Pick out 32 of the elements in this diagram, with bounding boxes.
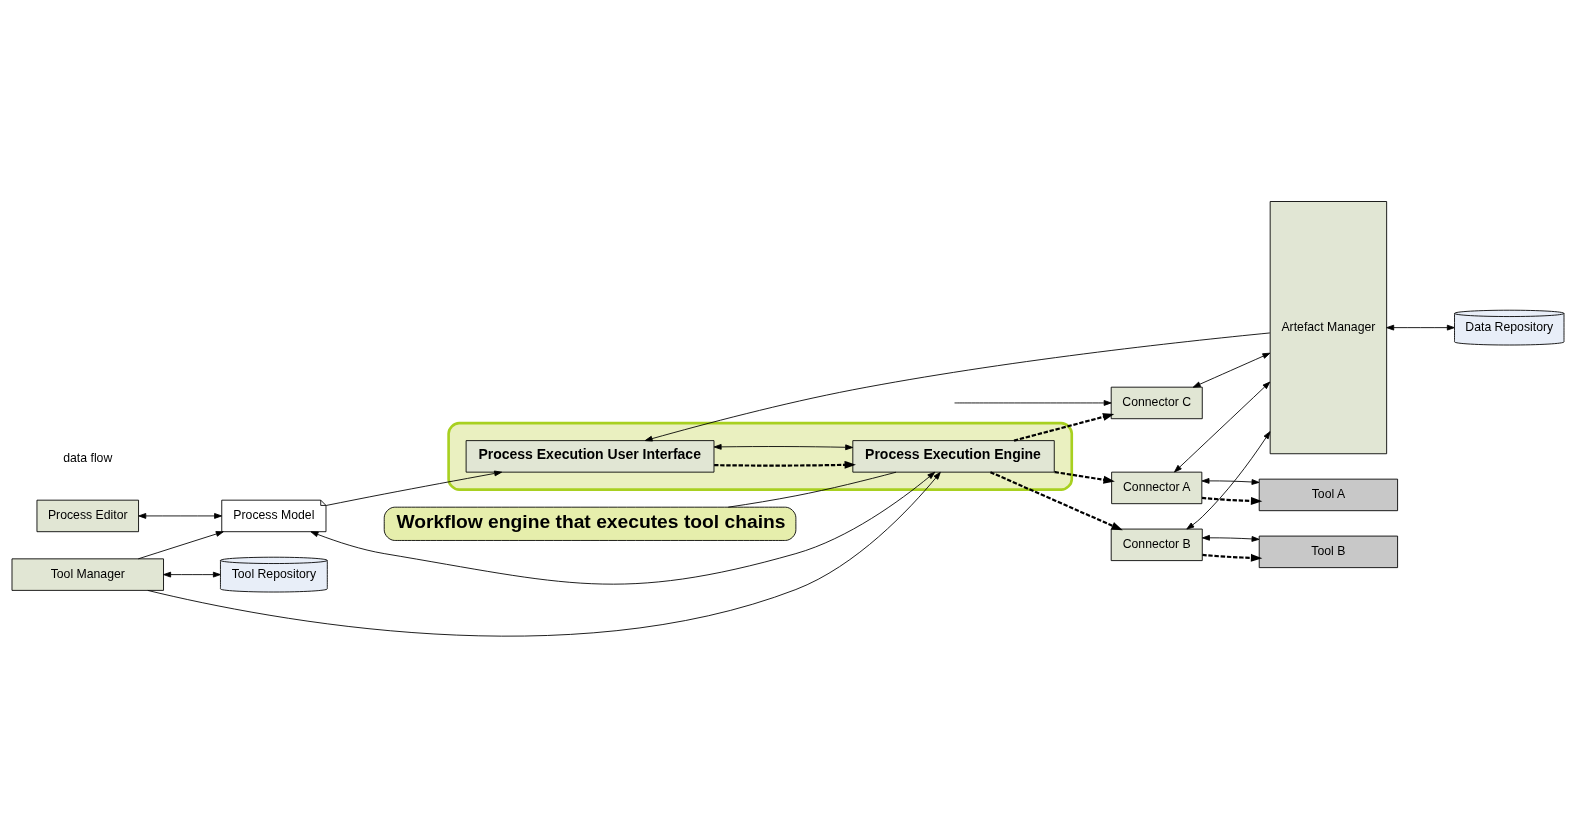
arrow (310, 471, 936, 585)
node-box: Process Execution Engine (852, 440, 1055, 473)
node-box: Tool Manager (11, 558, 164, 591)
arrow (163, 571, 221, 578)
arrow (1186, 431, 1271, 530)
arrow (954, 400, 1112, 406)
arrow (137, 531, 224, 560)
arrow (138, 513, 222, 519)
cluster (447, 421, 1074, 491)
arrow (644, 332, 1271, 442)
node-box: Artefact Manager (1269, 201, 1388, 455)
arrow (325, 470, 503, 506)
node-box: Process Execution User Interface (465, 440, 715, 473)
arrow (1174, 381, 1271, 473)
label: data flow (63, 451, 113, 466)
node-box: Connector C (1110, 386, 1203, 420)
node-box: Process Editor (36, 499, 139, 533)
arrow (713, 444, 854, 451)
arrow (1202, 534, 1260, 542)
arrow (147, 471, 941, 637)
node-box: Tool A (1258, 478, 1399, 512)
node-box: Workflow engine that executes tool chains (383, 506, 797, 541)
arrow (1201, 496, 1263, 505)
node-box: Tool B (1258, 535, 1399, 569)
arrow (1202, 553, 1263, 562)
arrow (1192, 352, 1271, 388)
node-box: Connector B (1110, 528, 1203, 562)
arrow (1201, 478, 1260, 485)
node-box: Connector A (1111, 471, 1203, 505)
arrow (714, 460, 856, 469)
arrow (1054, 470, 1115, 484)
arrow (1386, 324, 1455, 331)
